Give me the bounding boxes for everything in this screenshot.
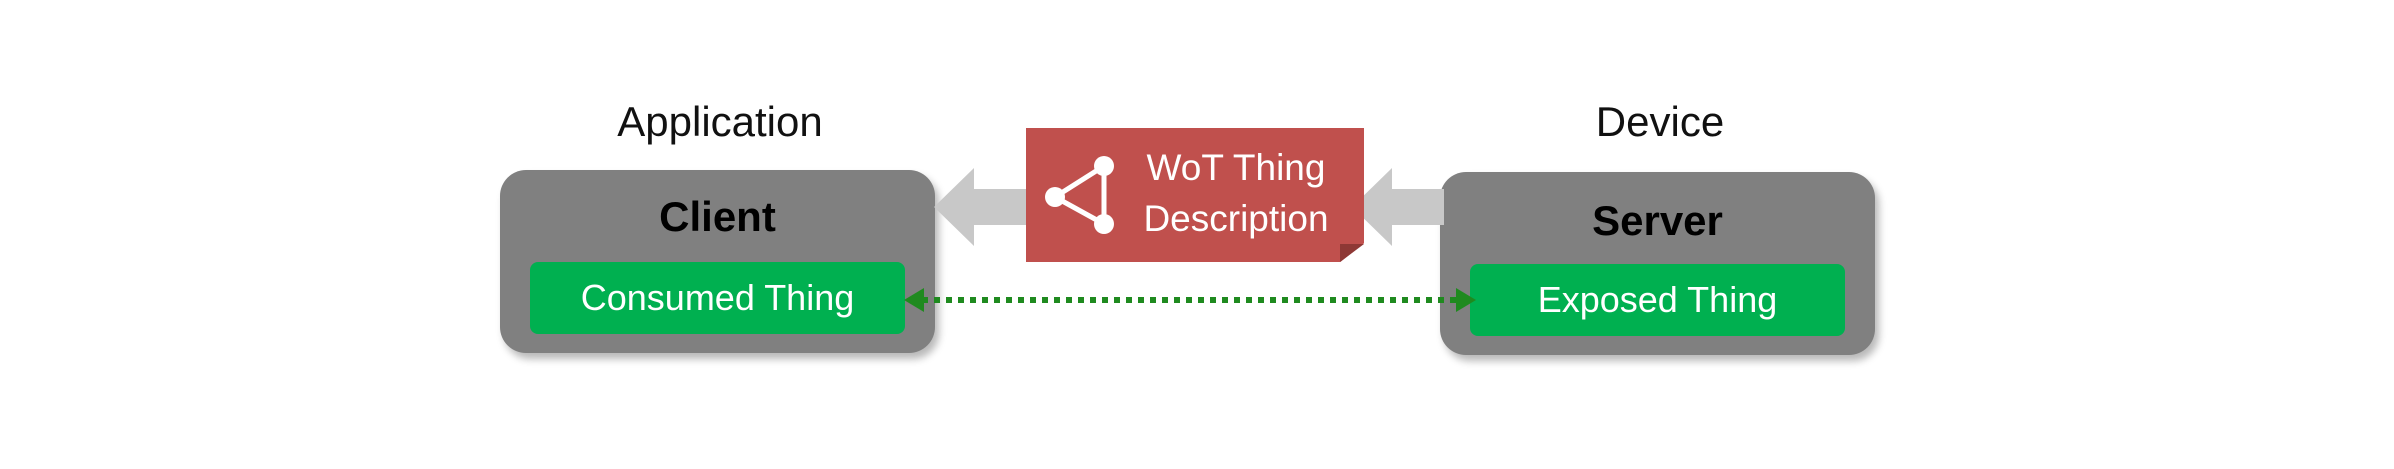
thing-description-page-fold [1340, 244, 1364, 262]
thing-description-title-line2: Description [1143, 198, 1329, 239]
exposed-thing-box: Exposed Thing [1470, 264, 1845, 336]
share-graph-icon [1045, 156, 1114, 234]
consumed-exposed-dotted-link [904, 288, 1476, 312]
application-label: Application [617, 98, 823, 145]
thing-description-title-line1: WoT Thing [1146, 147, 1326, 188]
consumed-thing-box: Consumed Thing [530, 262, 905, 334]
client-title: Client [659, 193, 776, 240]
server-title: Server [1592, 197, 1723, 244]
thing-description-box [1026, 128, 1364, 262]
td-to-client-arrow [934, 168, 1030, 246]
server-box: Server Exposed Thing [1440, 172, 1875, 355]
client-box: Client Consumed Thing [500, 170, 935, 353]
server-to-td-arrow [1352, 168, 1444, 246]
device-label: Device [1595, 98, 1725, 145]
